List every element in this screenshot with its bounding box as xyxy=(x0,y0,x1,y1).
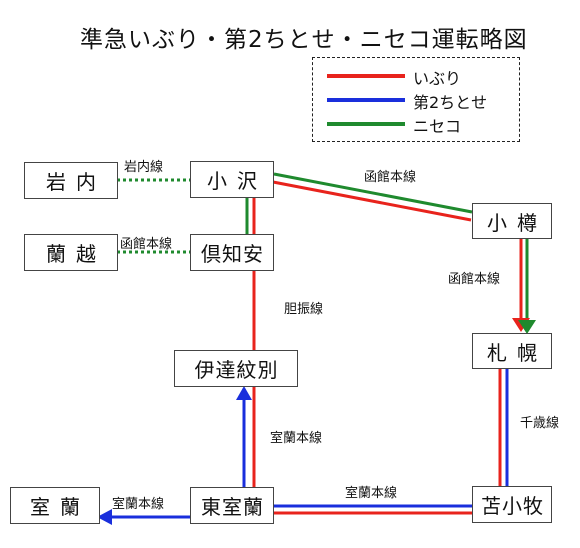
label-hakodate-main-2: 函館本線 xyxy=(120,237,173,252)
chitose-arrow-up xyxy=(236,386,252,400)
legend-label-chitose: 第2ちとせ xyxy=(413,93,488,112)
diagram-title: 準急いぶり・第2ちとせ・ニセコ運転略図 xyxy=(80,27,528,53)
legend-item-chitose: 第2ちとせ xyxy=(327,89,517,112)
label-hakodate-main-1: 函館本線 xyxy=(364,170,417,185)
station-date-mombetsu: 伊達紋別 xyxy=(174,350,298,387)
otaru-sapporo-arrow-green xyxy=(518,320,536,334)
legend-label-niseko: ニセコ xyxy=(413,117,462,136)
station-muroran: 室蘭 xyxy=(10,487,100,524)
legend-swatch-niseko xyxy=(327,122,405,126)
station-higashi-muroran: 東室蘭 xyxy=(190,487,274,524)
legend-item-niseko: ニセコ xyxy=(327,113,517,136)
label-muroran-main-2: 室蘭本線 xyxy=(345,486,398,501)
kozawa-otaru-niseko xyxy=(273,172,473,214)
label-muroran-main-3: 室蘭本線 xyxy=(112,497,165,512)
label-iwanai-line: 岩内線 xyxy=(124,160,164,175)
station-otaru: 小樽 xyxy=(472,203,552,239)
label-iburi-line: 胆振線 xyxy=(284,302,324,317)
kozawa-otaru-iburi xyxy=(272,180,472,222)
legend-swatch-chitose xyxy=(327,98,405,102)
station-sapporo: 札幌 xyxy=(472,333,552,369)
station-kutchan: 倶知安 xyxy=(190,234,274,271)
label-muroran-main-1: 室蘭本線 xyxy=(270,431,323,446)
legend-label-iburi: いぶり xyxy=(413,69,462,88)
legend-swatch-iburi xyxy=(327,74,405,78)
station-ranetsu: 蘭越 xyxy=(24,234,118,271)
station-kozawa: 小沢 xyxy=(190,161,274,198)
chitose-arrow-left xyxy=(97,509,112,525)
station-tomakomai: 苫小牧 xyxy=(472,486,552,523)
legend: いぶり 第2ちとせ ニセコ xyxy=(312,57,520,142)
legend-item-iburi: いぶり xyxy=(327,65,517,88)
station-iwanai: 岩内 xyxy=(24,162,118,199)
label-hakodate-main-3: 函館本線 xyxy=(448,272,501,287)
label-chitose-line: 千歳線 xyxy=(520,416,560,431)
